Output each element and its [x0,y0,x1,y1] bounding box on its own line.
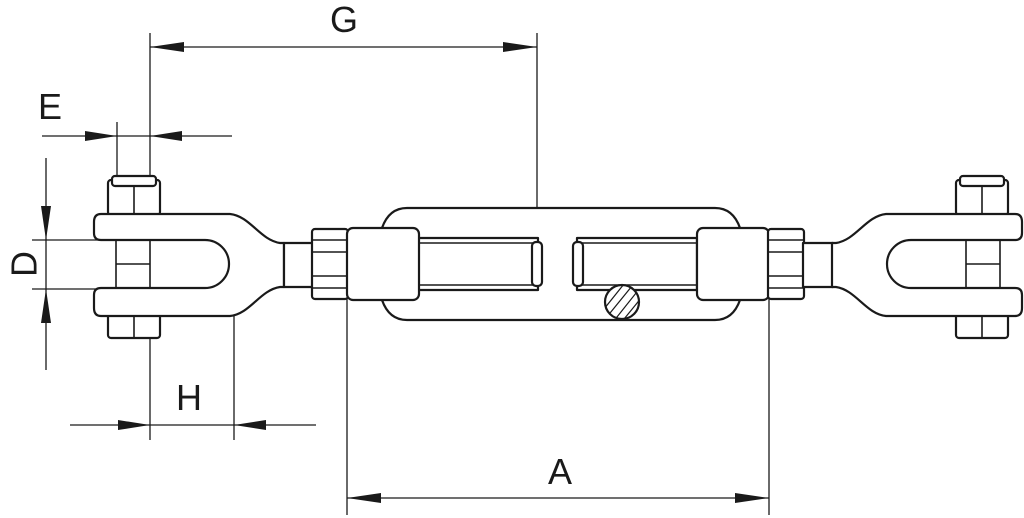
center-pin-section [603,283,641,321]
dim-a-label: A [548,451,572,492]
turnbuckle-body [345,206,771,322]
left-pin-top-cap [110,174,158,188]
right-lock-nut [766,227,806,301]
left-threaded-rod [282,241,316,289]
dim-d-label: D [4,251,45,277]
right-pin-top-cap [958,174,1006,188]
dim-g-arrow-right [503,42,537,52]
right-rod-end [571,240,585,288]
right-jaw-end-fitting [801,174,1024,340]
dimension-a: A [346,296,770,515]
dim-e-arrow-right [150,131,182,141]
dim-h-label: H [176,377,202,418]
dim-h-arrow-right [234,420,266,430]
left-jaw-end-fitting [92,174,316,340]
dimension-g: G [149,0,538,240]
dim-d-arrow-top [41,206,51,240]
dim-g-arrow-left [150,42,184,52]
left-lock-nut [310,227,350,301]
dim-a-arrow-right [735,493,769,503]
dim-g-label: G [330,0,358,40]
right-threaded-rod [801,241,835,289]
left-body-boss [345,226,421,302]
dim-a-arrow-left [347,493,381,503]
turnbuckle-frame [380,206,742,322]
left-jaw-body [92,212,286,318]
left-window [416,236,540,292]
right-jaw-body [830,212,1024,318]
dim-d-arrow-bottom [41,289,51,323]
right-body-boss [695,226,771,302]
dimension-d: D [4,158,118,370]
dimension-h: H [70,306,316,440]
dim-e-label: E [38,86,62,127]
right-window [575,236,699,292]
left-rod-end [530,240,544,288]
dimension-e: E [38,86,232,200]
dim-h-arrow-left [118,420,150,430]
dim-e-arrow-left [85,131,117,141]
